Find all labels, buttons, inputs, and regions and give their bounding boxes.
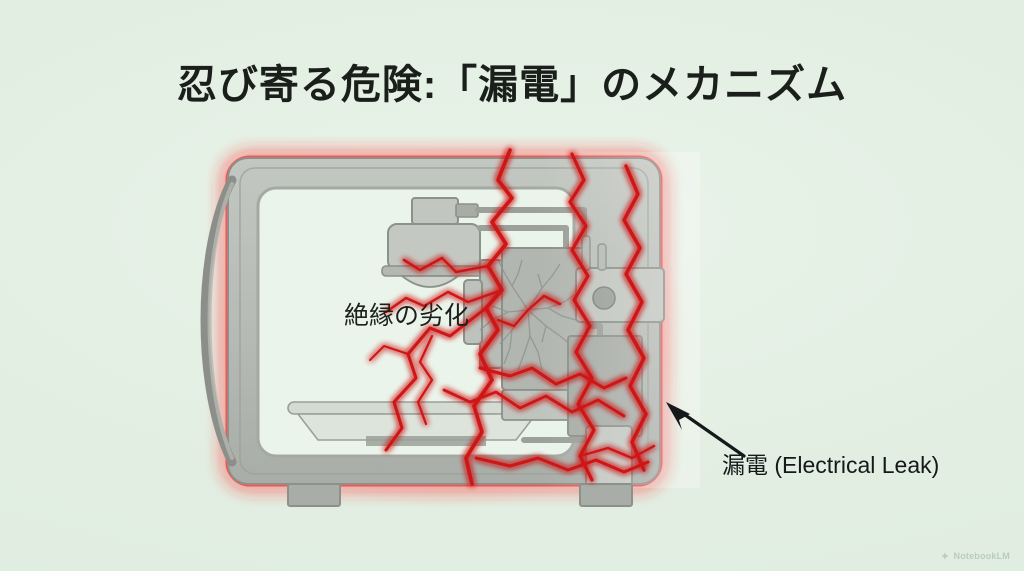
page-title: 忍び寄る危険:「漏電」のメカニズム — [176, 63, 848, 107]
door-handle — [200, 175, 237, 467]
notebooklm-spark-icon — [940, 551, 949, 561]
leak-callout-arrow — [666, 402, 746, 458]
case-edge-highlight — [240, 180, 653, 473]
leak-callout-label: 漏電 (Electrical Leak) — [722, 452, 940, 478]
notebooklm-watermark: NotebookLM — [940, 551, 1011, 561]
illustration-stage — [180, 140, 740, 510]
lamp-assembly — [381, 197, 487, 288]
microwave-illustration — [200, 148, 700, 510]
oven-feet — [287, 483, 633, 507]
insulation-degradation-label: 絶縁の劣化 — [344, 302, 470, 330]
right-haze-overlay — [540, 152, 700, 488]
turntable-tray — [287, 401, 547, 446]
watermark-text: NotebookLM — [953, 551, 1010, 561]
